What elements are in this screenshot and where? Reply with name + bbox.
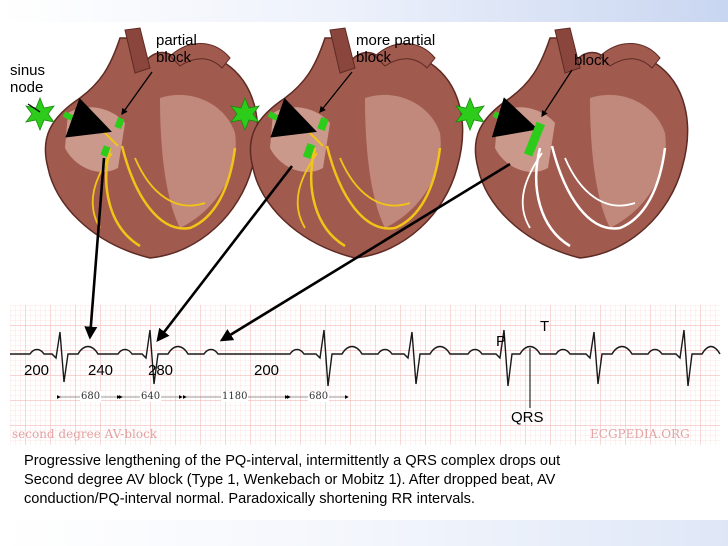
pointer-arrow bbox=[27, 103, 41, 113]
rr-interval-label: 1180 bbox=[221, 391, 249, 402]
caption-line: Progressive lengthening of the PQ-interv… bbox=[24, 453, 561, 469]
pointer-arrow bbox=[84, 157, 106, 340]
heart-diagram bbox=[455, 27, 689, 259]
rr-interval-label: 640 bbox=[140, 391, 162, 402]
pq-interval-label: 280 bbox=[148, 362, 174, 379]
heart-diagram bbox=[230, 27, 464, 259]
caption-line: conduction/PQ-interval normal. Paradoxic… bbox=[24, 491, 475, 507]
caption: Progressive lengthening of the PQ-interv… bbox=[24, 452, 714, 509]
pq-interval-label: 200 bbox=[254, 362, 280, 379]
ecg-strip bbox=[10, 305, 721, 445]
p-wave-label: P bbox=[496, 333, 507, 350]
ecg-trace bbox=[10, 329, 721, 387]
ecgpedia-watermark: ECGPEDIA.ORG bbox=[590, 427, 690, 441]
heart-diagram bbox=[25, 27, 259, 259]
more-partial-block-label: more partial block bbox=[356, 32, 436, 66]
partial-block-label: partial block bbox=[156, 32, 197, 66]
caption-line: Second degree AV block (Type 1, Wenkebac… bbox=[24, 472, 556, 488]
sinus-node-label: sinus node bbox=[10, 62, 46, 96]
rr-interval-label: 680 bbox=[80, 391, 102, 402]
pointer-arrow bbox=[319, 71, 353, 114]
strip-title: second degree AV-block bbox=[12, 427, 158, 441]
pointer-arrow bbox=[219, 162, 511, 342]
pointer-arrow bbox=[156, 165, 294, 343]
rr-interval-label: 680 bbox=[308, 391, 330, 402]
pointer-arrow bbox=[541, 69, 573, 118]
t-wave-label: T bbox=[540, 318, 550, 335]
pq-interval-label: 200 bbox=[24, 362, 50, 379]
pq-interval-label: 240 bbox=[88, 362, 114, 379]
block-label: block bbox=[574, 52, 610, 69]
top-band bbox=[0, 0, 728, 22]
qrs-label: QRS bbox=[511, 409, 544, 426]
bottom-band bbox=[0, 520, 728, 546]
pointer-arrow bbox=[121, 71, 153, 116]
